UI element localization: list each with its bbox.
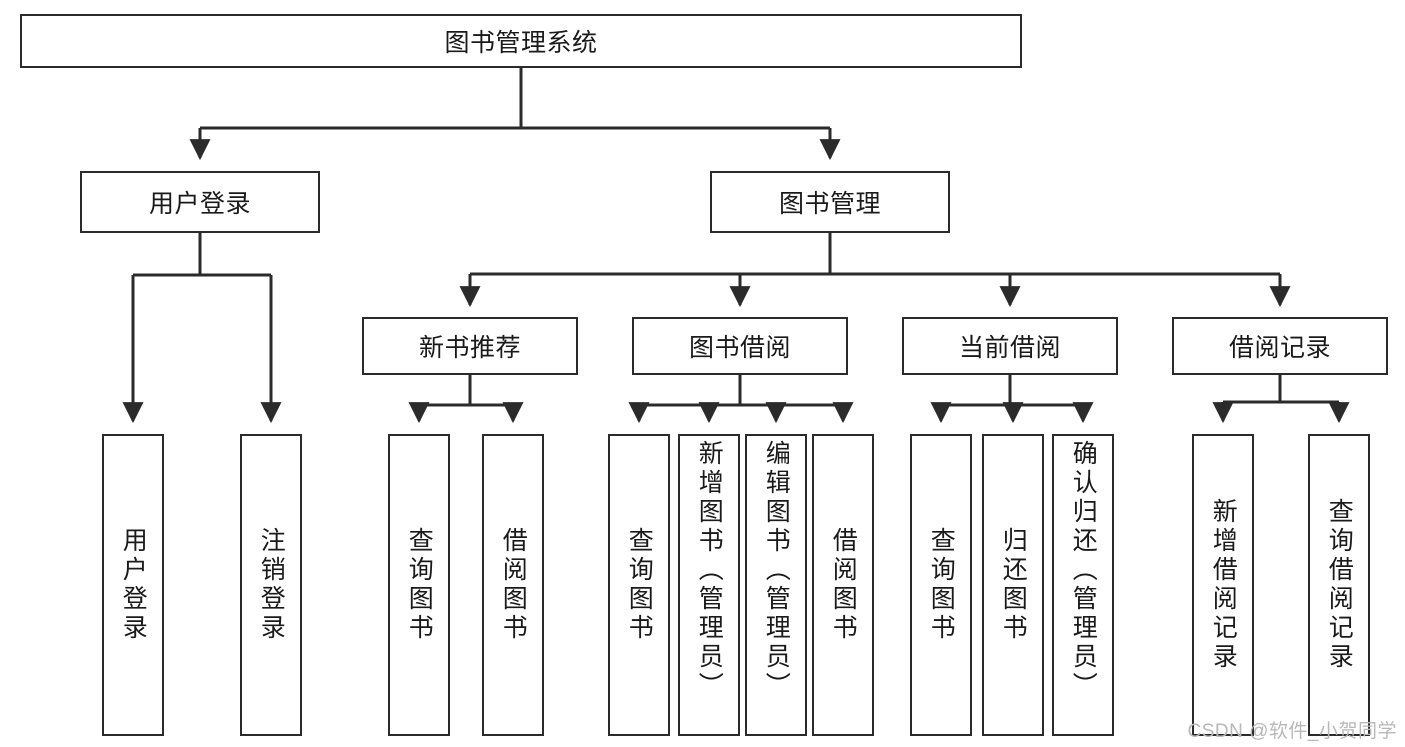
node-leaf-logout[interactable]: 注销登录 [240,434,302,736]
node-borrow-record-label: 借阅记录 [1228,334,1331,362]
node-leaf-query-book-2-label: 查询图书 [625,527,654,643]
node-leaf-query-book-1-label: 查询图书 [405,527,434,643]
node-leaf-return-book[interactable]: 归还图书 [982,434,1044,736]
node-leaf-query-record[interactable]: 查询借阅记录 [1308,434,1370,736]
node-leaf-query-record-label: 查询借阅记录 [1325,498,1354,672]
node-leaf-query-book-3[interactable]: 查询图书 [910,434,972,736]
node-leaf-user-login[interactable]: 用户登录 [102,434,164,736]
node-leaf-query-book-2[interactable]: 查询图书 [608,434,670,736]
node-book-borrow-label: 图书借阅 [688,334,791,362]
node-book-manage[interactable]: 图书管理 [710,171,950,233]
node-book-borrow[interactable]: 图书借阅 [632,317,848,375]
node-book-manage-label: 图书管理 [778,190,881,218]
node-leaf-query-book-3-label: 查询图书 [927,527,956,643]
node-user-login[interactable]: 用户登录 [80,171,320,233]
node-user-login-label: 用户登录 [148,190,251,218]
node-current-borrow-label: 当前借阅 [958,334,1061,362]
node-leaf-confirm-return-label: 确认归还（管理员） [1069,440,1098,701]
node-leaf-query-book-1[interactable]: 查询图书 [388,434,450,736]
node-new-book-recommend-label: 新书推荐 [418,334,521,362]
node-leaf-confirm-return[interactable]: 确认归还（管理员） [1052,434,1114,736]
node-leaf-return-book-label: 归还图书 [999,527,1028,643]
node-borrow-record[interactable]: 借阅记录 [1172,317,1388,375]
node-leaf-borrow-book-2-label: 借阅图书 [829,527,858,643]
node-leaf-borrow-book-1[interactable]: 借阅图书 [482,434,544,736]
csdn-watermark: CSDN @软件_小贺同学 [1187,721,1397,742]
node-leaf-user-login-label: 用户登录 [119,527,148,643]
node-leaf-add-record-label: 新增借阅记录 [1209,498,1238,672]
node-new-book-recommend[interactable]: 新书推荐 [362,317,578,375]
node-leaf-add-book[interactable]: 新增图书（管理员） [678,434,740,736]
node-leaf-logout-label: 注销登录 [257,527,286,643]
node-current-borrow[interactable]: 当前借阅 [902,317,1118,375]
node-root[interactable]: 图书管理系统 [20,14,1022,68]
node-root-label: 图书管理系统 [444,29,598,57]
node-leaf-edit-book-label: 编辑图书（管理员） [762,440,791,701]
node-leaf-add-record[interactable]: 新增借阅记录 [1192,434,1254,736]
node-leaf-borrow-book-1-label: 借阅图书 [499,527,528,643]
node-leaf-borrow-book-2[interactable]: 借阅图书 [812,434,874,736]
node-leaf-edit-book[interactable]: 编辑图书（管理员） [745,434,807,736]
node-leaf-add-book-label: 新增图书（管理员） [695,440,724,701]
